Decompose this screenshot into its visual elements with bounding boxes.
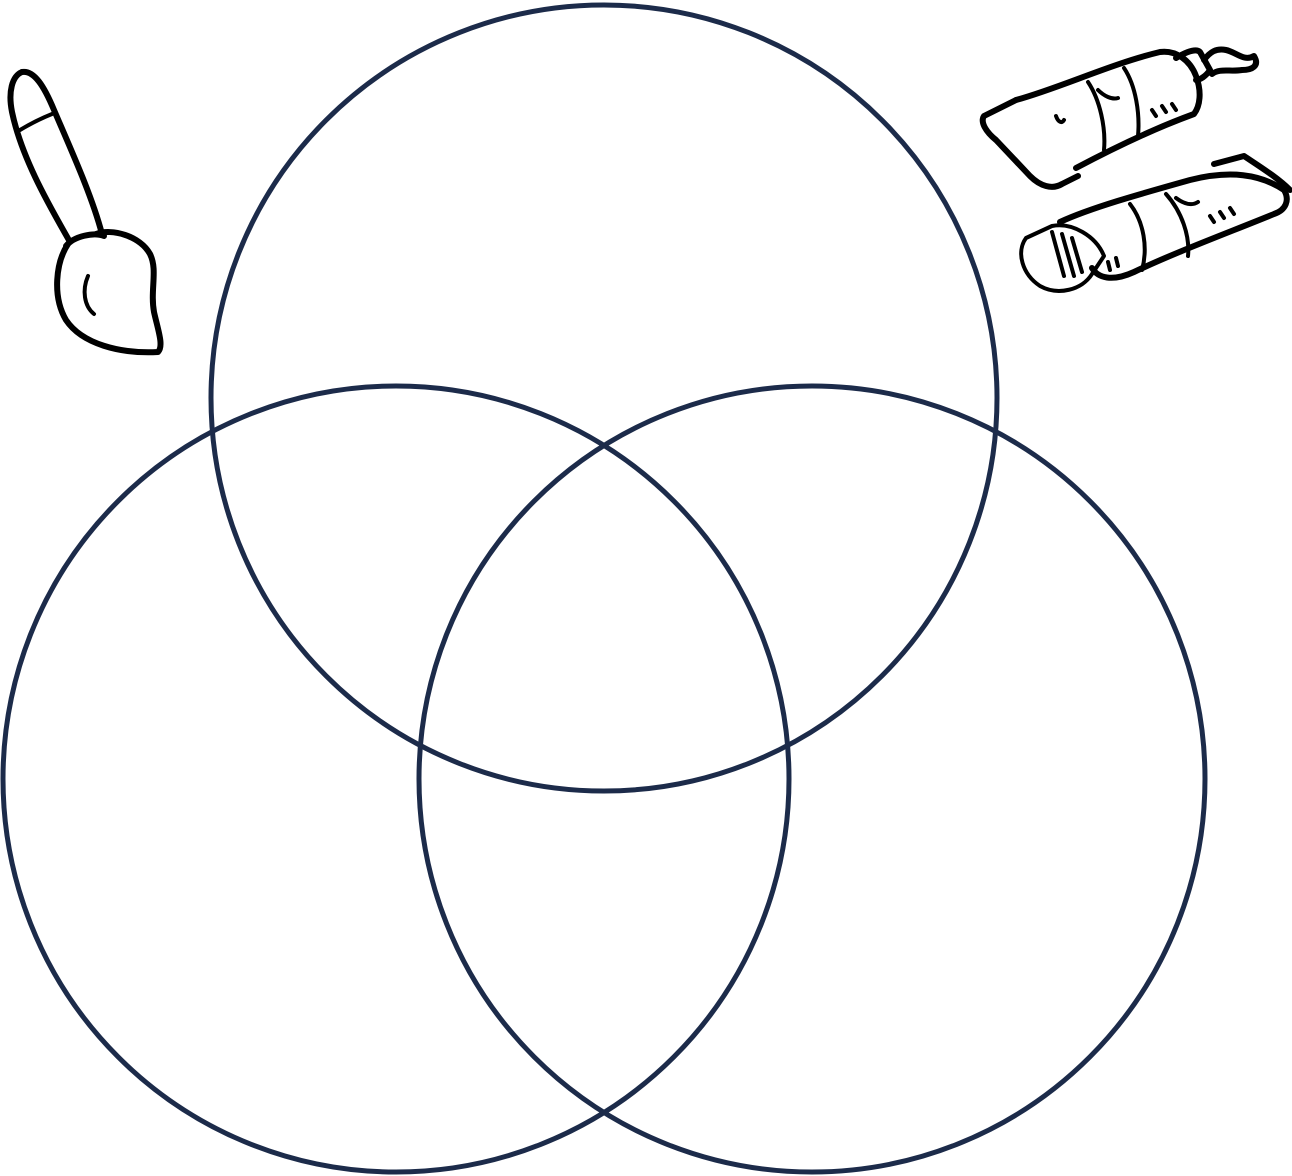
- venn-circle-top: [208, 2, 1000, 794]
- venn-circle-bottom-left: [0, 383, 792, 1175]
- paint-tubes-icon: [979, 46, 1292, 293]
- paint-tube-upper: [979, 46, 1260, 190]
- paintbrush-icon: [7, 68, 164, 356]
- venn-circle-bottom-right: [416, 383, 1208, 1175]
- paint-tube-lower: [1019, 153, 1292, 293]
- venn-circles: [0, 2, 1208, 1175]
